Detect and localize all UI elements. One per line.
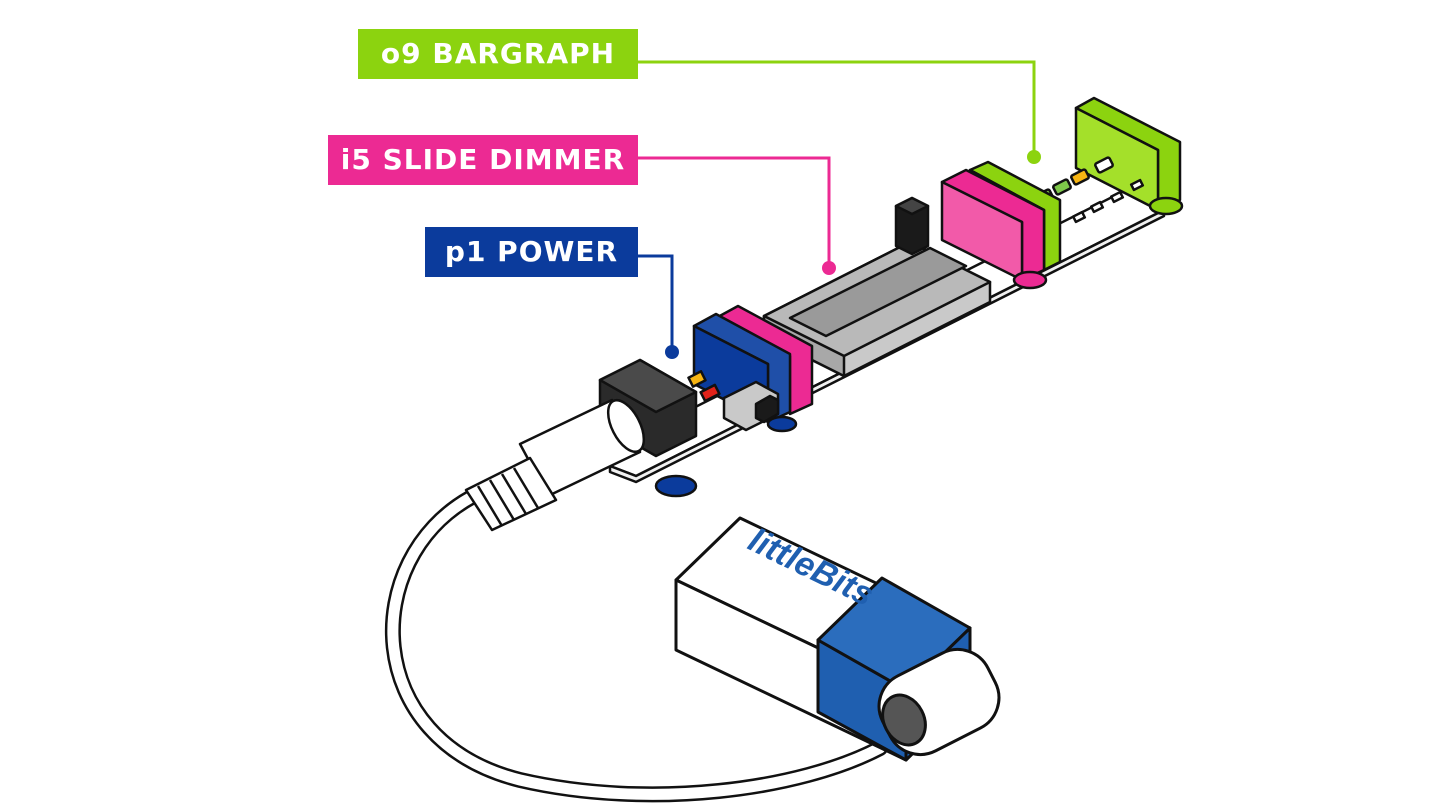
power-leader	[638, 254, 674, 350]
label-slide-dimmer: i5 SLIDE DIMMER	[328, 135, 638, 185]
bargraph-leader-dot	[1027, 150, 1041, 164]
led-icon	[1034, 156, 1145, 224]
barrel-plug-icon	[464, 358, 698, 532]
leader-lines	[638, 60, 1041, 359]
slider-knob-icon	[894, 196, 930, 256]
cable-icon	[384, 490, 888, 803]
dimmer-leader	[638, 156, 831, 266]
label-power: p1 POWER	[425, 227, 638, 277]
battery-icon: littleBits	[674, 516, 1001, 762]
power-leader-dot	[665, 345, 679, 359]
switch-icon	[722, 380, 780, 432]
dimmer-module	[714, 168, 1048, 416]
power-module	[464, 312, 798, 532]
label-bargraph: o9 BARGRAPH	[358, 29, 638, 79]
dimmer-leader-dot	[822, 261, 836, 275]
bargraph-leader	[638, 60, 1036, 155]
